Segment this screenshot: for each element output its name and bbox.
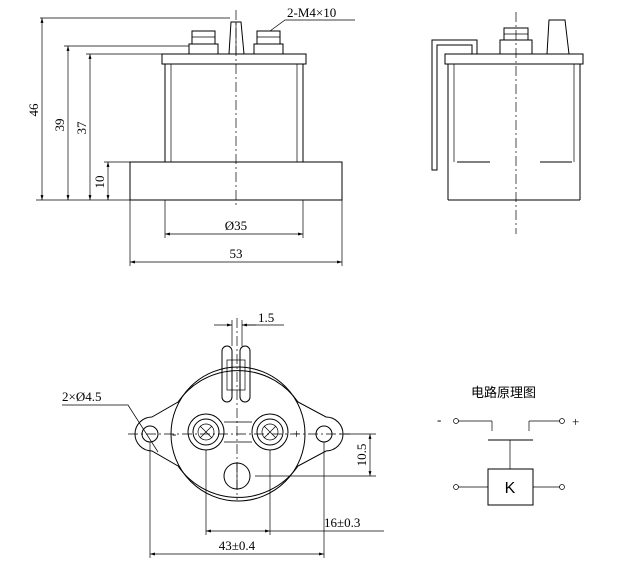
- side-view: [431, 12, 584, 234]
- dim-39: 39: [52, 45, 189, 200]
- dim-16: 16±0.3: [205, 450, 384, 535]
- svg-text:37: 37: [74, 121, 89, 135]
- bottom-lead-slot: [221, 345, 251, 403]
- coil-label: K: [505, 480, 516, 497]
- svg-text:10.5: 10.5: [354, 444, 369, 467]
- svg-text:10: 10: [92, 176, 107, 189]
- dim-37: 37: [74, 53, 162, 200]
- svg-text:Ø35: Ø35: [225, 218, 247, 233]
- side-cap: [444, 53, 584, 65]
- dim-53: 53: [129, 200, 343, 266]
- bottom-view: - + 1.5 2×Ø4.5 10.5: [62, 310, 384, 558]
- dim-diameter: Ø35: [164, 200, 304, 238]
- bottom-terminal-left: [187, 413, 225, 451]
- bottom-flange: [134, 370, 344, 498]
- svg-text:39: 39: [52, 119, 67, 132]
- svg-text:53: 53: [230, 246, 243, 261]
- minus-mark: -: [172, 426, 176, 441]
- svg-text:2×Ø4.5: 2×Ø4.5: [62, 389, 101, 404]
- side-bent-lead: [431, 39, 478, 171]
- dim-46: 46: [26, 17, 230, 201]
- terminal-partition: [224, 421, 252, 443]
- dim-1-5: 1.5: [214, 310, 284, 346]
- side-lead-tab: [546, 19, 570, 55]
- dim-10-5: 10.5: [255, 433, 376, 477]
- front-terminal-right: [253, 30, 284, 55]
- front-center-lead: [228, 21, 245, 55]
- svg-text:43±0.4: 43±0.4: [219, 538, 256, 553]
- dim-holes: 2×Ø4.5: [62, 389, 159, 453]
- svg-text:1.5: 1.5: [258, 310, 274, 325]
- dim-43: 43±0.4: [149, 442, 325, 558]
- dim-10: 10: [92, 161, 130, 200]
- thread-label: 2-M4×10: [287, 5, 336, 20]
- plus-mark: +: [293, 426, 300, 441]
- circuit-minus-label: -: [437, 412, 441, 427]
- svg-text:46: 46: [26, 103, 41, 117]
- front-view: 2-M4×10 46 39 37 10 Ø35: [26, 5, 355, 266]
- svg-text:16±0.3: 16±0.3: [324, 515, 360, 530]
- front-terminal-left: [188, 30, 219, 55]
- circuit-title: 电路原理图: [471, 385, 536, 401]
- circuit-diagram: 电路原理图 - + K: [437, 385, 579, 506]
- circuit-plus-label: +: [572, 414, 579, 429]
- thread-leader: [269, 19, 355, 32]
- bottom-terminal-right: [251, 413, 289, 451]
